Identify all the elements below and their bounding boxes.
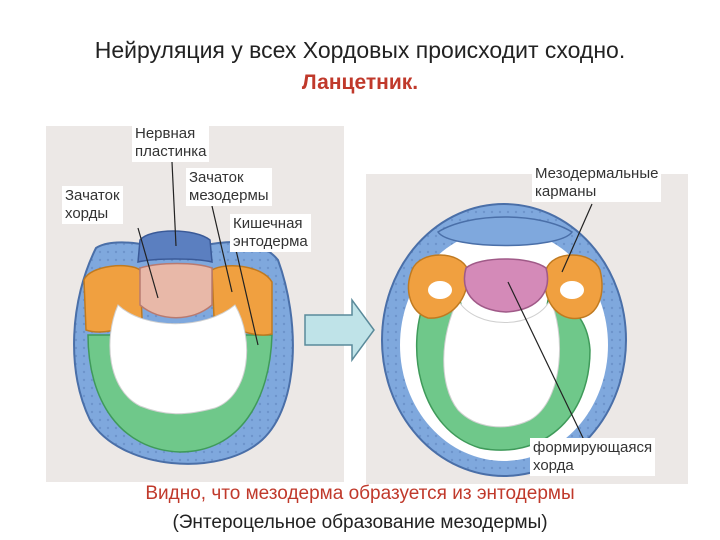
pointer-notochord-rudiment: [137, 227, 159, 299]
label-gut-endoderm: Кишечная энтодерма: [230, 214, 311, 252]
label-forming-notochord: формирующаяся хорда: [530, 438, 656, 476]
right-forming-notochord: [463, 258, 549, 313]
label-mesodermal-pockets: Мезодермальные карманы: [532, 164, 662, 202]
slide-subtitle: Ланцетник.: [301, 71, 419, 94]
left-gut-cavity: [109, 304, 248, 415]
right-neural-tube: [436, 216, 574, 247]
right-embryo: [381, 203, 627, 477]
slide-title: Нейруляция у всех Хордовых происходит сх…: [94, 37, 626, 63]
pointer-mesoderm-rudiment: [211, 205, 233, 293]
left-neural-plate: [137, 230, 213, 263]
left-embryo: [73, 230, 294, 465]
right-gut-cavity: [443, 298, 560, 428]
label-neural-plate: Нервная пластинка: [132, 124, 210, 162]
pointer-gut-endoderm: [235, 249, 259, 346]
transition-arrow: [304, 297, 375, 363]
footer-conclusion: Видно, что мезодерма образуется из энтод…: [145, 483, 575, 504]
left-notochord-rudiment: [139, 262, 213, 319]
pointer-neural-plate: [171, 161, 177, 247]
footer-note: (Энтероцельное образование мезодермы): [172, 512, 548, 533]
pointer-mesodermal-pockets: [561, 203, 593, 273]
pointer-forming-notochord: [507, 281, 585, 441]
label-notochord-rudiment: Зачаток хорды: [62, 186, 123, 224]
label-mesoderm-rudiment: Зачаток мезодермы: [186, 168, 272, 206]
